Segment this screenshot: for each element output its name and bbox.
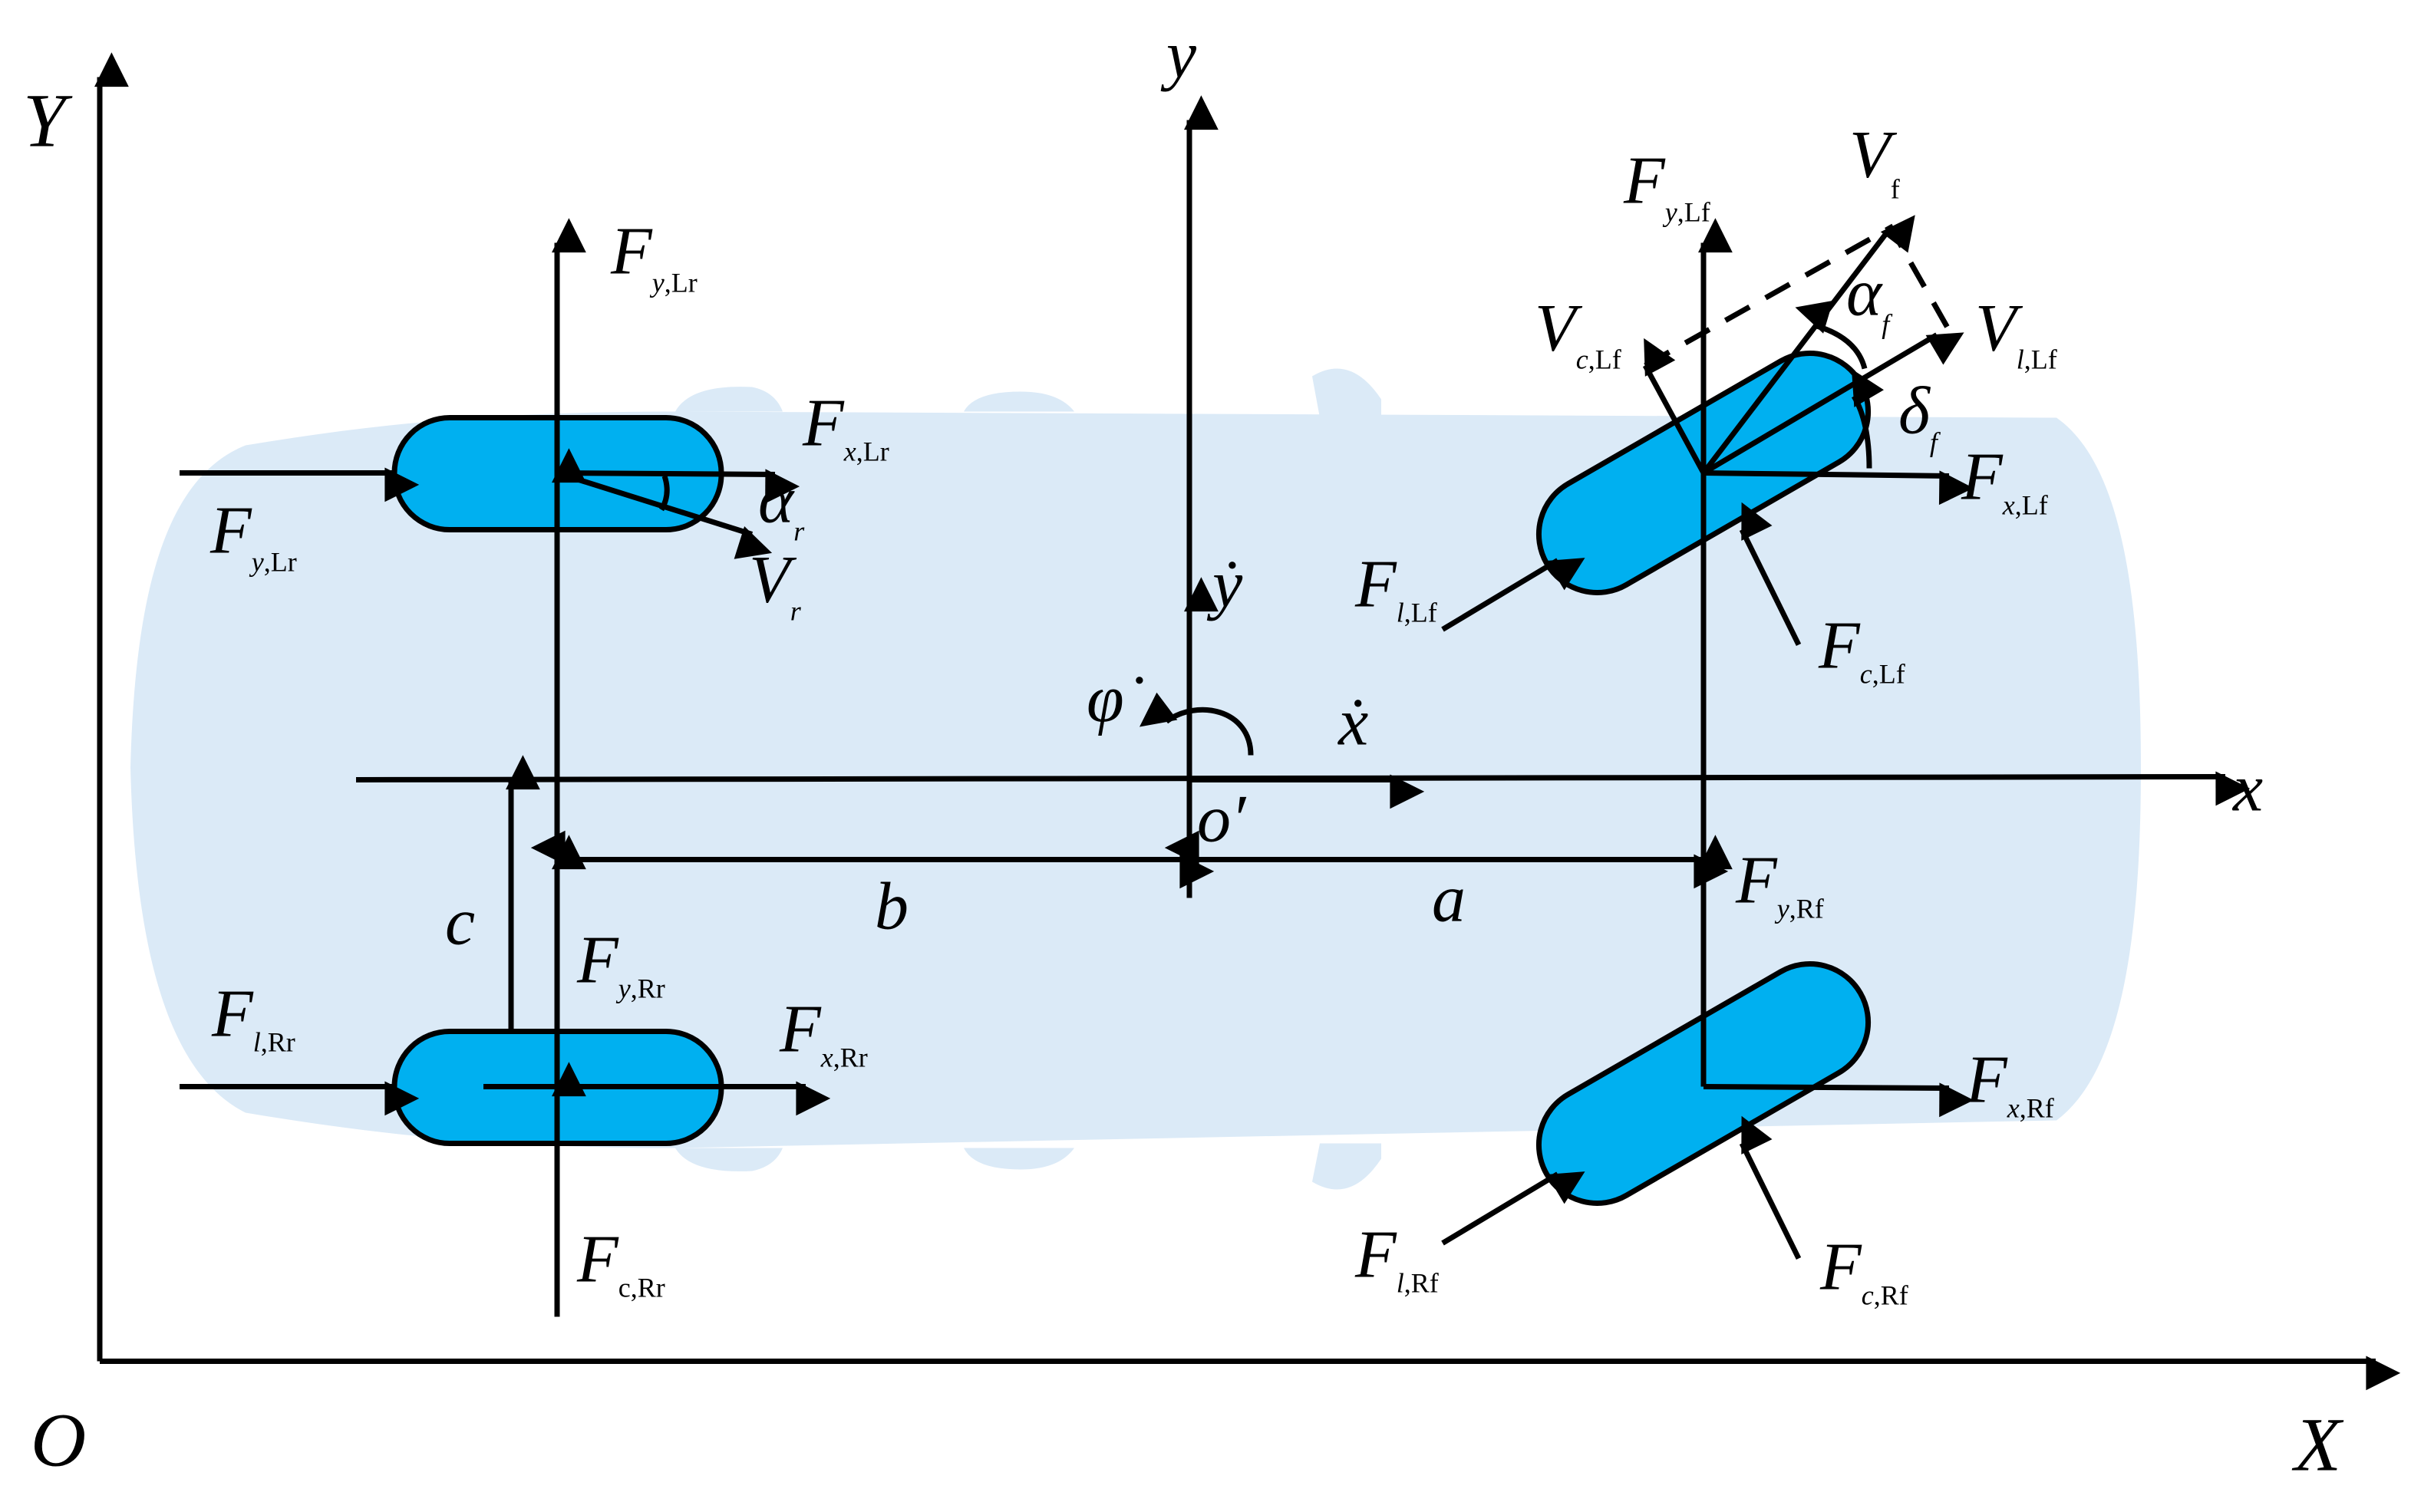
label-Fx-Rr: Fx,Rr <box>779 993 868 1073</box>
label-alpha-r: αr <box>758 463 805 547</box>
dimension-a-label: a <box>1432 862 1466 937</box>
label-Fy-Lr-top: Fy,Lr <box>610 215 698 298</box>
label-Fc-Lf: Fc,Lf <box>1818 609 1905 690</box>
global-x-label: X <box>2291 1402 2344 1487</box>
global-y-label: Y <box>23 78 73 163</box>
dimension-c-label: c <box>445 885 475 960</box>
global-origin-label: O <box>31 1398 86 1483</box>
label-Fy-Rr: Fy,Rr <box>576 924 665 1004</box>
delta-f-arc <box>1851 368 1884 469</box>
yaw-rotation-arc <box>1139 692 1254 756</box>
label-V-r: Vr <box>749 543 802 627</box>
label-Fy-Rf: Fy,Rf <box>1735 844 1824 924</box>
Fl-Rf-arrow <box>1441 1171 1585 1246</box>
Fx-Lr-arrow <box>556 469 800 504</box>
label-Fl-Rf: Fl,Rf <box>1354 1218 1439 1299</box>
label-V-f: Vf <box>1849 118 1900 205</box>
Fx-Rf-arrow <box>1703 1082 1974 1118</box>
label-Fy-Lr-left: Fy,Lr <box>209 494 297 578</box>
dimension-b-label: b <box>875 870 909 944</box>
V-f-arrow <box>1701 215 1915 475</box>
label-alpha-f: αf <box>1846 256 1893 340</box>
local-x-label: x <box>2231 752 2263 826</box>
alpha-r-arc <box>658 475 670 512</box>
Vl-Lf-arrow <box>1702 332 1964 476</box>
force-labels: Fy,Lr Fy,Lr Fx,Lr αr Vr Fl,Rr Fy,Rr Fx,R… <box>209 118 2057 1311</box>
label-Fx-Lr: Fx,Lr <box>802 387 889 467</box>
label-Fc-Rr: Fc,Rr <box>576 1223 665 1303</box>
label-delta-f: δf <box>1898 374 1941 458</box>
label-Fl-Lf: Fl,Lf <box>1354 548 1437 628</box>
label-Fy-Lf: Fy,Lf <box>1623 144 1710 228</box>
Vc-Lf-arrow <box>1642 338 1707 475</box>
Fc-Rf-arrow <box>1739 1115 1802 1260</box>
label-Vl-Lf: Vl,Lf <box>1975 292 2057 375</box>
Fl-Lf-arrow <box>1441 558 1585 632</box>
alpha-f-arc <box>1795 300 1868 370</box>
velocity-dashed-box <box>1644 223 1952 368</box>
local-y-label: y <box>1160 18 1197 93</box>
V-r-arrow <box>556 470 773 559</box>
label-Fl-Rr: Fl,Rr <box>211 977 295 1058</box>
y-dot-label: ẏ <box>1206 548 1243 622</box>
label-Fx-Rf: Fx,Rf <box>1965 1043 2054 1124</box>
local-origin-label: o′ <box>1197 782 1247 857</box>
label-Fx-Lf: Fx,Lf <box>1961 440 2048 521</box>
label-Fc-Rf: Fc,Rf <box>1819 1230 1908 1311</box>
Fx-Lf-arrow <box>1703 470 1974 506</box>
Fc-Lf-arrow <box>1739 502 1802 647</box>
label-Vc-Lf: Vc,Lf <box>1535 292 1621 375</box>
x-dot-label: ẋ <box>1337 686 1368 760</box>
